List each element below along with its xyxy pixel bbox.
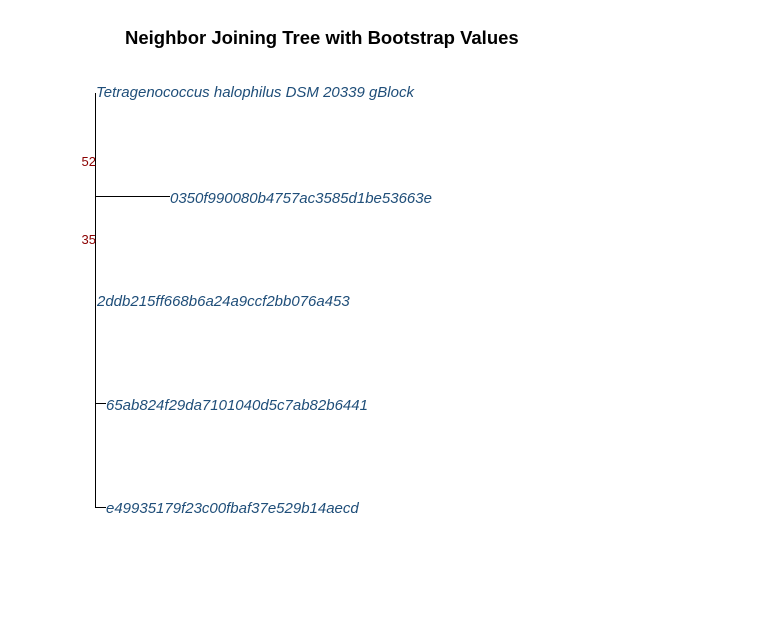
leaf-label: e49935179f23c00fbaf37e529b14aecd <box>106 500 359 517</box>
bootstrap-value: 52 <box>82 154 96 169</box>
bootstrap-value: 35 <box>82 232 96 247</box>
leaf-label: 65ab824f29da7101040d5c7ab82b6441 <box>106 397 368 414</box>
leaf-label: 2ddb215ff668b6a24a9ccf2bb076a453 <box>96 293 350 310</box>
tree-branches <box>95 93 170 508</box>
figure-title: Neighbor Joining Tree with Bootstrap Val… <box>125 27 519 48</box>
bootstrap-labels: 52 35 <box>82 154 96 247</box>
leaf-label: Tetragenococcus halophilus DSM 20339 gBl… <box>96 84 415 101</box>
leaf-label: 0350f990080b4757ac3585d1be53663e <box>170 190 432 207</box>
leaf-labels: Tetragenococcus halophilus DSM 20339 gBl… <box>96 84 432 517</box>
